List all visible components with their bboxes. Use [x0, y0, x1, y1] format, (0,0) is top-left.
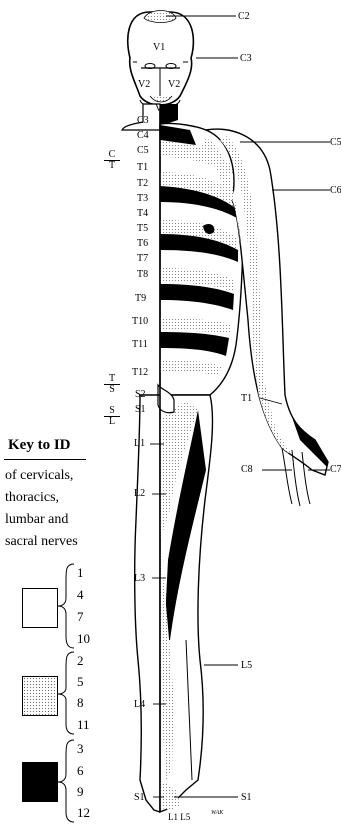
key-number: 9 — [77, 785, 84, 798]
fraction-c-t: C T — [104, 150, 120, 171]
key-number: 4 — [77, 588, 84, 601]
fraction-l: L — [109, 416, 115, 427]
spine-c4: C4 — [137, 130, 149, 141]
label-v2-right: V2 — [168, 79, 180, 90]
leg-l2: L2 — [134, 488, 145, 499]
key-number: 1 — [77, 566, 84, 579]
leg-l3: L3 — [134, 573, 145, 584]
key-number: 2 — [77, 654, 84, 667]
fraction-t-s: T S — [104, 374, 120, 395]
signature: WAK — [211, 810, 223, 816]
feet-label: L1 L5 — [168, 812, 190, 823]
callout-c8: C8 — [241, 464, 253, 475]
leg — [158, 385, 213, 812]
leg-l1: L1 — [134, 438, 145, 449]
spine-t4: T4 — [137, 208, 148, 219]
spine-c5: C5 — [137, 145, 149, 156]
key-braces — [58, 564, 74, 822]
swatch-white — [22, 588, 58, 628]
key-desc-line: of cervicals, — [5, 465, 78, 487]
torso — [160, 123, 243, 395]
spine-s2: S2 — [135, 389, 146, 400]
fraction-t: T — [109, 160, 115, 171]
spine-s1: S1 — [135, 404, 146, 415]
callout-s1: S1 — [241, 792, 252, 803]
spine-t2: T2 — [137, 178, 148, 189]
leg-l4: L4 — [134, 699, 145, 710]
key-number: 6 — [77, 764, 84, 777]
key-desc-line: lumbar and — [5, 509, 78, 531]
key-number: 5 — [77, 675, 84, 688]
spine-t5: T5 — [137, 223, 148, 234]
spine-t6: T6 — [137, 238, 148, 249]
spine-t1: T1 — [137, 162, 148, 173]
key-number: 8 — [77, 696, 84, 709]
head — [128, 11, 194, 108]
key-desc-line: thoracics, — [5, 487, 78, 509]
fraction-s: S — [109, 384, 115, 395]
callout-c5: C5 — [330, 137, 341, 148]
key-rule — [4, 459, 86, 460]
key-desc-line: sacral nerves — [5, 531, 78, 553]
callout-c6: C6 — [330, 185, 341, 196]
spine-t8: T8 — [137, 269, 148, 280]
key-description: of cervicals, thoracics, lumbar and sacr… — [5, 465, 78, 553]
callout-c3: C3 — [240, 53, 252, 64]
callout-c2: C2 — [238, 11, 250, 22]
key-title: Key to ID — [8, 437, 71, 454]
spine-t11: T11 — [132, 339, 148, 350]
spine-t7: T7 — [137, 253, 148, 264]
key-number: 11 — [77, 718, 90, 731]
swatch-black — [22, 762, 58, 802]
key-number: 12 — [77, 806, 90, 819]
spine-c3: C3 — [137, 115, 149, 126]
key-number: 3 — [77, 742, 84, 755]
callout-c7: C7 — [330, 464, 341, 475]
label-v1: V1 — [153, 42, 165, 53]
spine-t10: T10 — [132, 316, 148, 327]
spine-t9: T9 — [135, 293, 146, 304]
swatch-dotted — [22, 676, 58, 716]
label-v3: V3 — [155, 103, 167, 114]
fraction-s-l: S L — [104, 406, 120, 427]
callout-l5: L5 — [241, 660, 252, 671]
leg-s1: S1 — [134, 792, 145, 803]
callout-t1: T1 — [241, 393, 252, 404]
key-number: 7 — [77, 610, 84, 623]
spine-t12: T12 — [132, 367, 148, 378]
label-v2-left: V2 — [138, 79, 150, 90]
key-number: 10 — [77, 632, 90, 645]
spine-t3: T3 — [137, 193, 148, 204]
